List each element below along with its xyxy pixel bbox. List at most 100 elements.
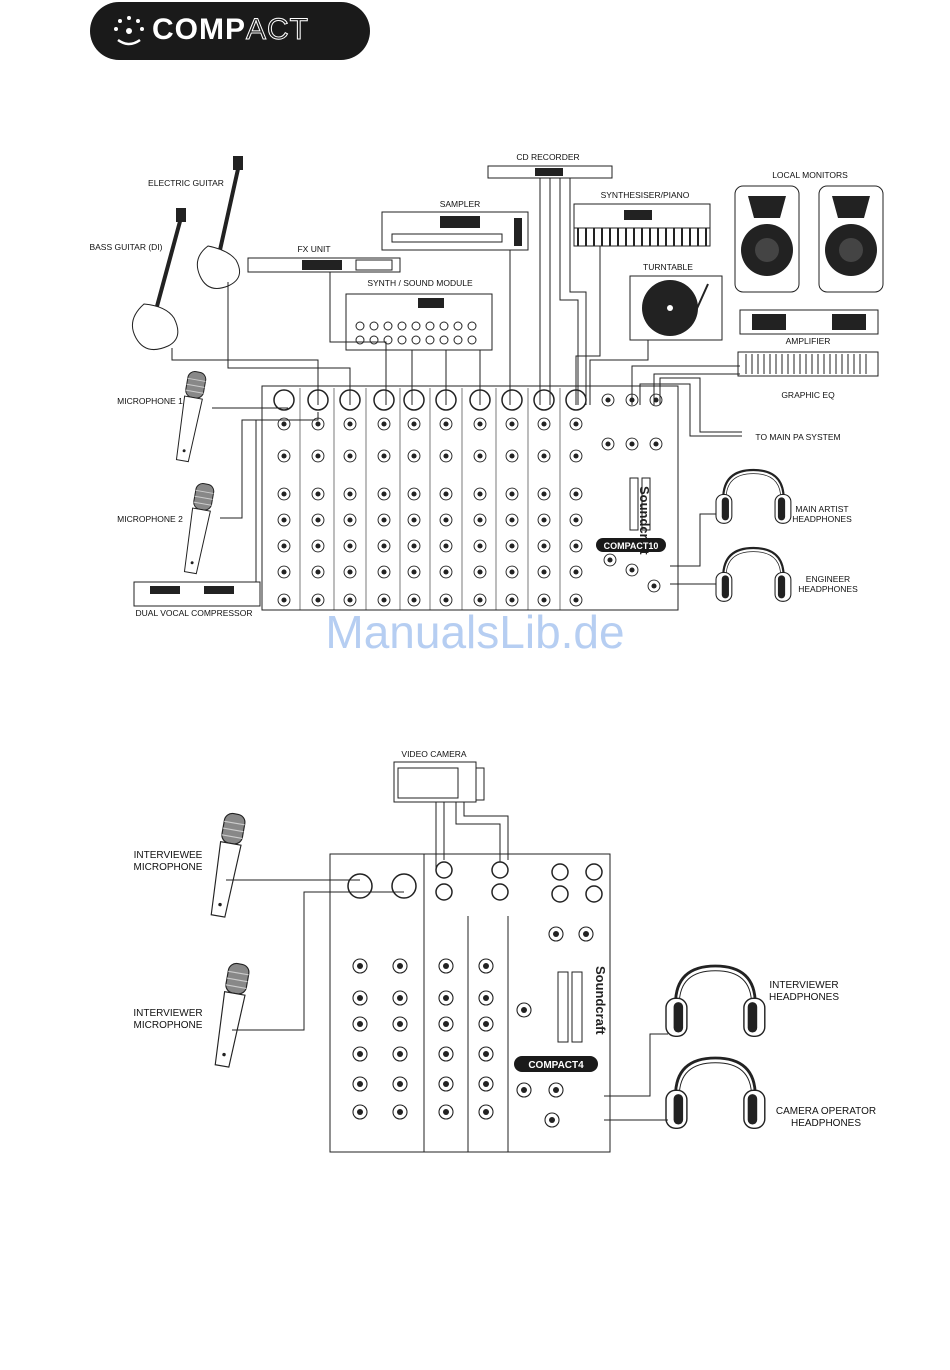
synth-module-label: SYNTH / SOUND MODULE [367,278,473,288]
mixer10-knob[interactable] [505,539,519,553]
mixer10-knob[interactable] [537,417,551,431]
engineer-headphones: ENGINEER HEADPHONES [714,546,858,603]
microphone-1: MICROPHONE 1 [117,369,208,463]
mixer10-knob[interactable] [277,593,291,607]
mixer10-knob[interactable] [277,449,291,463]
mixer10-knob[interactable] [343,417,357,431]
mixer10-input-jack[interactable] [373,389,395,411]
synthesiser-label: SYNTHESISER/PIANO [601,190,690,200]
mixer10-master-knob[interactable] [603,553,617,567]
electric-guitar: ELECTRIC GUITAR [148,156,243,289]
diagram1-wires [171,178,742,585]
mixer10-knob[interactable] [505,565,519,579]
mixer10-knob[interactable] [505,417,519,431]
mixer10-knob[interactable] [407,417,421,431]
mixer10-knob[interactable] [505,513,519,527]
mixer10-knob[interactable] [343,593,357,607]
mixer10-knob[interactable] [569,565,583,579]
mixer10-input-jack[interactable] [533,389,555,411]
mixer10-knob[interactable] [311,449,325,463]
mixer10-knob[interactable] [569,513,583,527]
watermark: ManualsLib.de [325,606,624,658]
mixer10-knob[interactable] [537,593,551,607]
mixer10-knob[interactable] [343,539,357,553]
mixer10-knob[interactable] [377,449,391,463]
mixer10-master-knob[interactable] [601,437,615,451]
mixer10-knob[interactable] [343,487,357,501]
main-artist-hp-label-1: MAIN ARTIST [795,504,848,514]
fx-unit: FX UNIT [247,244,401,273]
mixer10-knob[interactable] [407,539,421,553]
mixer10-master-knob[interactable] [647,579,661,593]
mixer10-knob[interactable] [537,487,551,501]
mixer10-knob[interactable] [473,417,487,431]
mixer10-knob[interactable] [407,487,421,501]
mixer10-knob[interactable] [311,513,325,527]
engineer-hp-label-1: ENGINEER [806,574,850,584]
mixer10-knob[interactable] [439,487,453,501]
mixer10-knob[interactable] [377,565,391,579]
mixer10-knob[interactable] [377,417,391,431]
local-monitors-label: LOCAL MONITORS [772,170,848,180]
mixer10-knob[interactable] [537,565,551,579]
mixer10-knob[interactable] [439,539,453,553]
mixer10-knob[interactable] [407,565,421,579]
mixer10-knob[interactable] [473,593,487,607]
mixer10-knob[interactable] [377,487,391,501]
mixer10-knob[interactable] [311,593,325,607]
mixer10-knob[interactable] [537,513,551,527]
turntable: TURNTABLE [629,262,723,341]
mixer10-knob[interactable] [537,449,551,463]
mixer10-master-knob[interactable] [649,437,663,451]
mixer10-knob[interactable] [473,513,487,527]
mixer10-knob[interactable] [311,539,325,553]
mixer10-knob[interactable] [569,449,583,463]
mixer10-knob[interactable] [473,539,487,553]
compact10-mixer: Soundcraft COMPACT10 [261,385,679,611]
mixer10-knob[interactable] [343,513,357,527]
mixer10-knob[interactable] [569,417,583,431]
mixer10-knob[interactable] [377,539,391,553]
mixer10-knob[interactable] [505,593,519,607]
mixer10-knob[interactable] [569,593,583,607]
bass-guitar-label: BASS GUITAR (DI) [89,242,162,252]
mixer10-knob[interactable] [473,449,487,463]
mixer10-knob[interactable] [311,487,325,501]
mixer10-knob[interactable] [569,539,583,553]
mixer10-knob[interactable] [505,487,519,501]
mixer10-knob[interactable] [343,449,357,463]
mixer10-knob[interactable] [377,593,391,607]
mixer10-knob[interactable] [505,449,519,463]
mixer10-knob[interactable] [537,539,551,553]
camera-operator-headphones: CAMERA OPERATOR HEADPHONES [664,1056,876,1130]
mixer10-knob[interactable] [277,487,291,501]
mixer10-master-knob[interactable] [625,437,639,451]
mixer10-knob[interactable] [439,593,453,607]
mixer10-knob[interactable] [277,513,291,527]
mixer10-master-knob[interactable] [625,563,639,577]
mixer10-knob[interactable] [569,487,583,501]
mixer10-knob[interactable] [439,513,453,527]
mixer10-knob[interactable] [439,565,453,579]
mixer10-knob[interactable] [439,417,453,431]
mixer10-knob[interactable] [377,513,391,527]
mixer10-knob[interactable] [473,487,487,501]
main-artist-hp-label-2: HEADPHONES [792,514,852,524]
mixer10-knob[interactable] [407,513,421,527]
mixer10-knob[interactable] [439,449,453,463]
mixer10-input-jack[interactable] [403,389,425,411]
camera-op-label-1: CAMERA OPERATOR [776,1106,876,1117]
mixer10-knob[interactable] [407,593,421,607]
mixer10-knob[interactable] [407,449,421,463]
mixer10-master-knob[interactable] [601,393,615,407]
graphic-eq: GRAPHIC EQ [737,351,879,400]
fx-unit-label: FX UNIT [297,244,330,254]
mixer10-knob[interactable] [311,565,325,579]
mixer10-input-jack[interactable] [273,389,295,411]
mixer10-knob[interactable] [277,565,291,579]
mixer10-knob[interactable] [343,565,357,579]
mixer10-input-jack[interactable] [501,389,523,411]
mixer10-knob[interactable] [473,565,487,579]
mixer10-knob[interactable] [277,539,291,553]
mixer4-brand: Soundcraft [593,966,608,1035]
